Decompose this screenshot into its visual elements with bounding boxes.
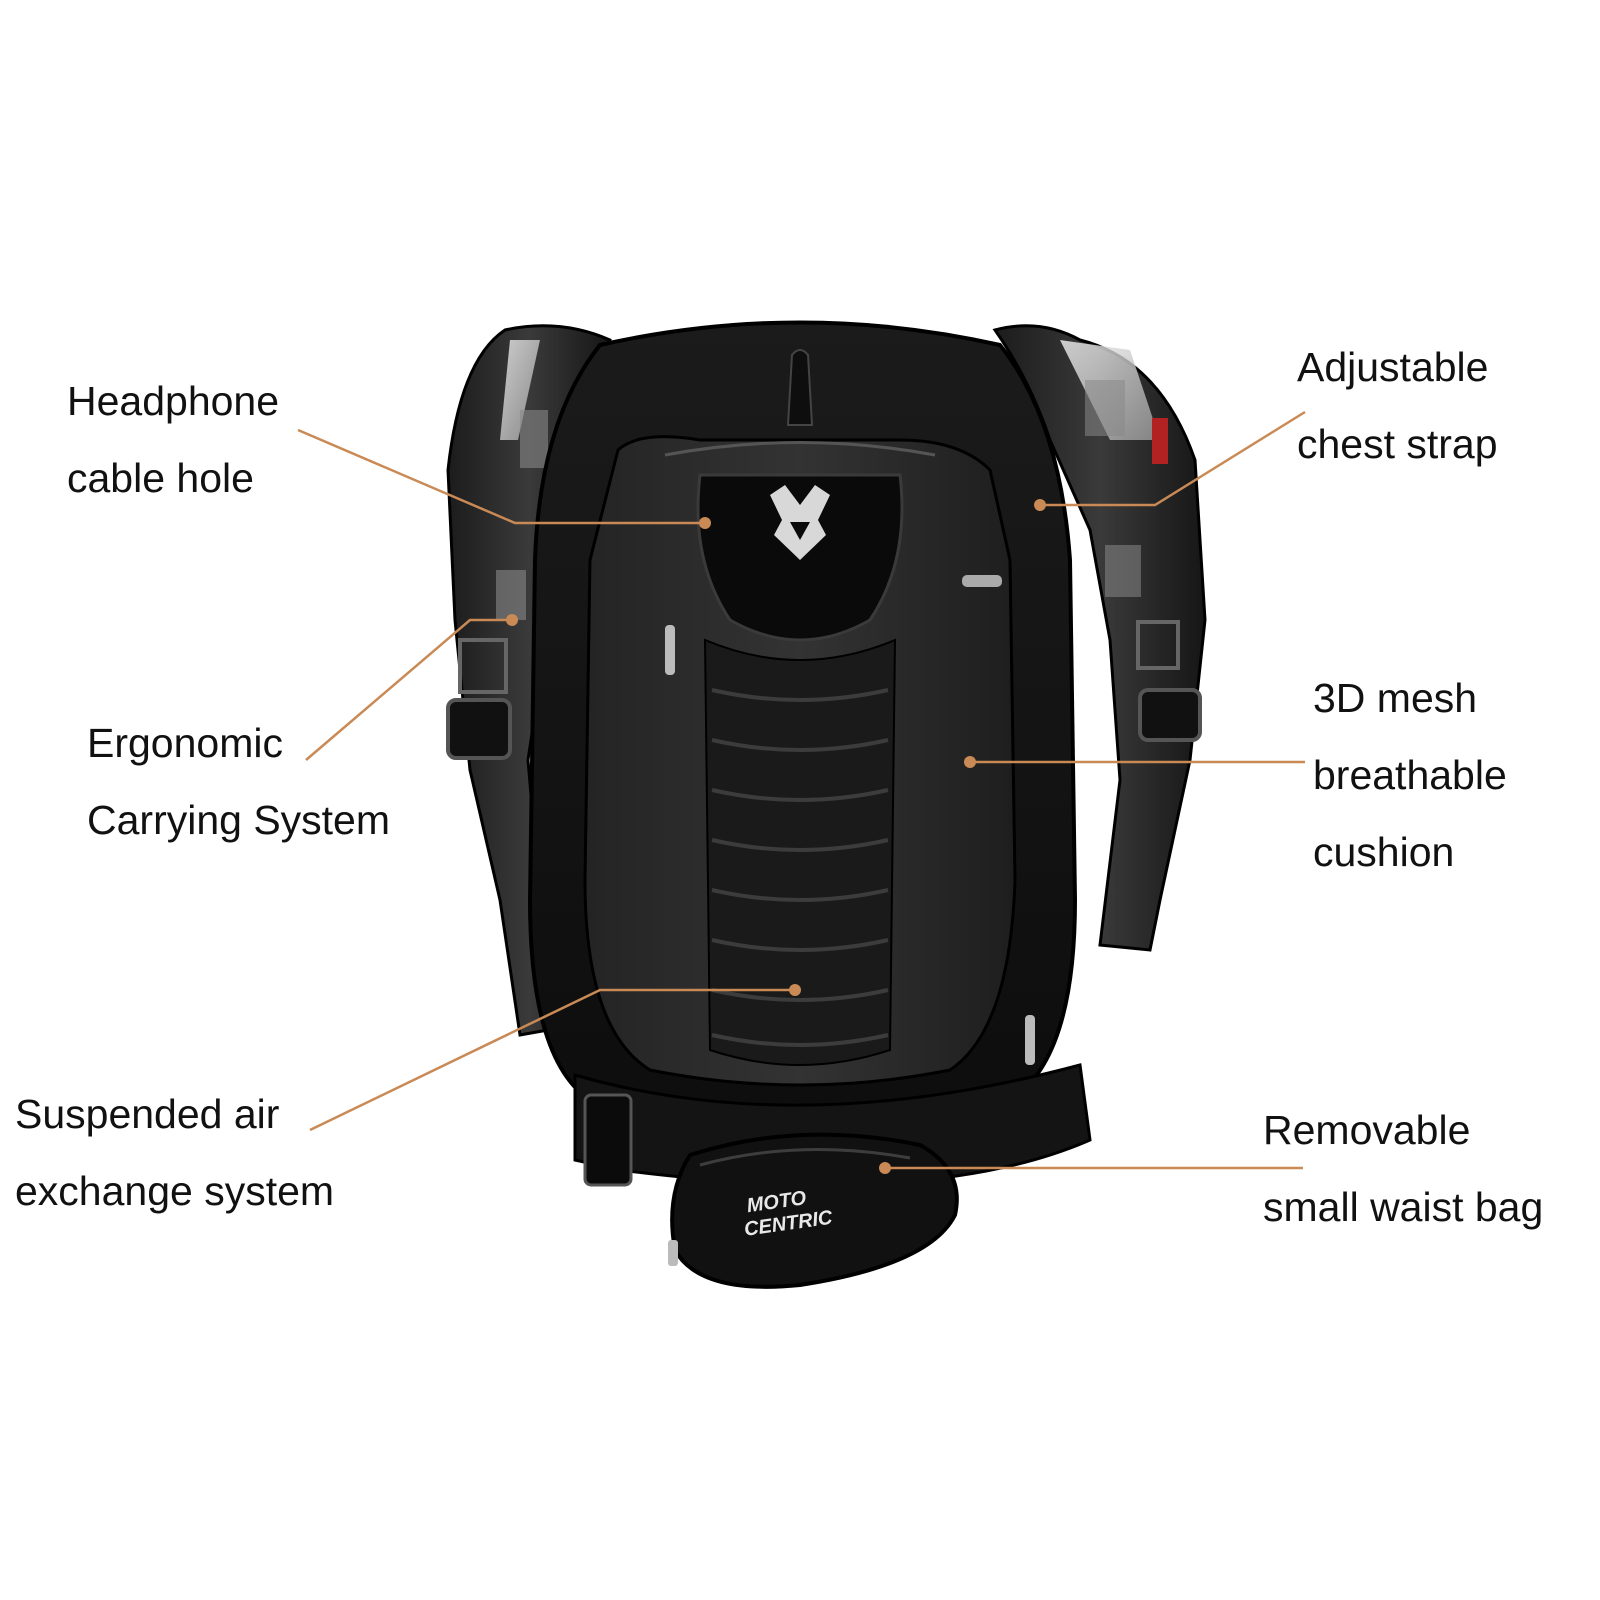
callout-line: Headphone (67, 378, 280, 424)
suspended-leader (309, 988, 795, 1132)
callout-line: cushion (1313, 829, 1455, 875)
callout-suspended-air-exchange: Suspended air exchange system (15, 1076, 334, 1230)
callout-line: exchange system (15, 1168, 335, 1214)
callout-removable-waist-bag: Removable small waist bag (1263, 1092, 1543, 1246)
callout-line: Adjustable (1297, 344, 1489, 390)
callout-line: Suspended air (15, 1091, 280, 1137)
callout-headphone-cable-hole: Headphone cable hole (67, 363, 279, 517)
callout-line: 3D mesh (1313, 675, 1478, 721)
headphone-leader (297, 428, 705, 525)
waist-bag: MOTO CENTRIC (668, 1132, 959, 1289)
ergonomic-leader (305, 618, 512, 761)
callout-line: small waist bag (1263, 1184, 1544, 1230)
callout-adjustable-chest-strap: Adjustable chest strap (1297, 329, 1498, 483)
callout-line: chest strap (1297, 421, 1498, 467)
backpack-body (527, 320, 1078, 1127)
callout-3d-mesh-cushion: 3D mesh breathable cushion (1313, 660, 1507, 891)
leader-lines (297, 410, 1306, 1170)
callout-line: Ergonomic (87, 720, 283, 766)
callout-line: breathable (1313, 752, 1507, 798)
chest-leader (1040, 410, 1306, 507)
callout-line: Carrying System (87, 797, 391, 843)
callout-line: Removable (1263, 1107, 1471, 1153)
callout-ergonomic-carrying-system: Ergonomic Carrying System (87, 705, 390, 859)
leader-dots (506, 499, 1046, 1174)
callout-line: cable hole (67, 455, 254, 501)
right-shoulder-strap (992, 324, 1207, 952)
